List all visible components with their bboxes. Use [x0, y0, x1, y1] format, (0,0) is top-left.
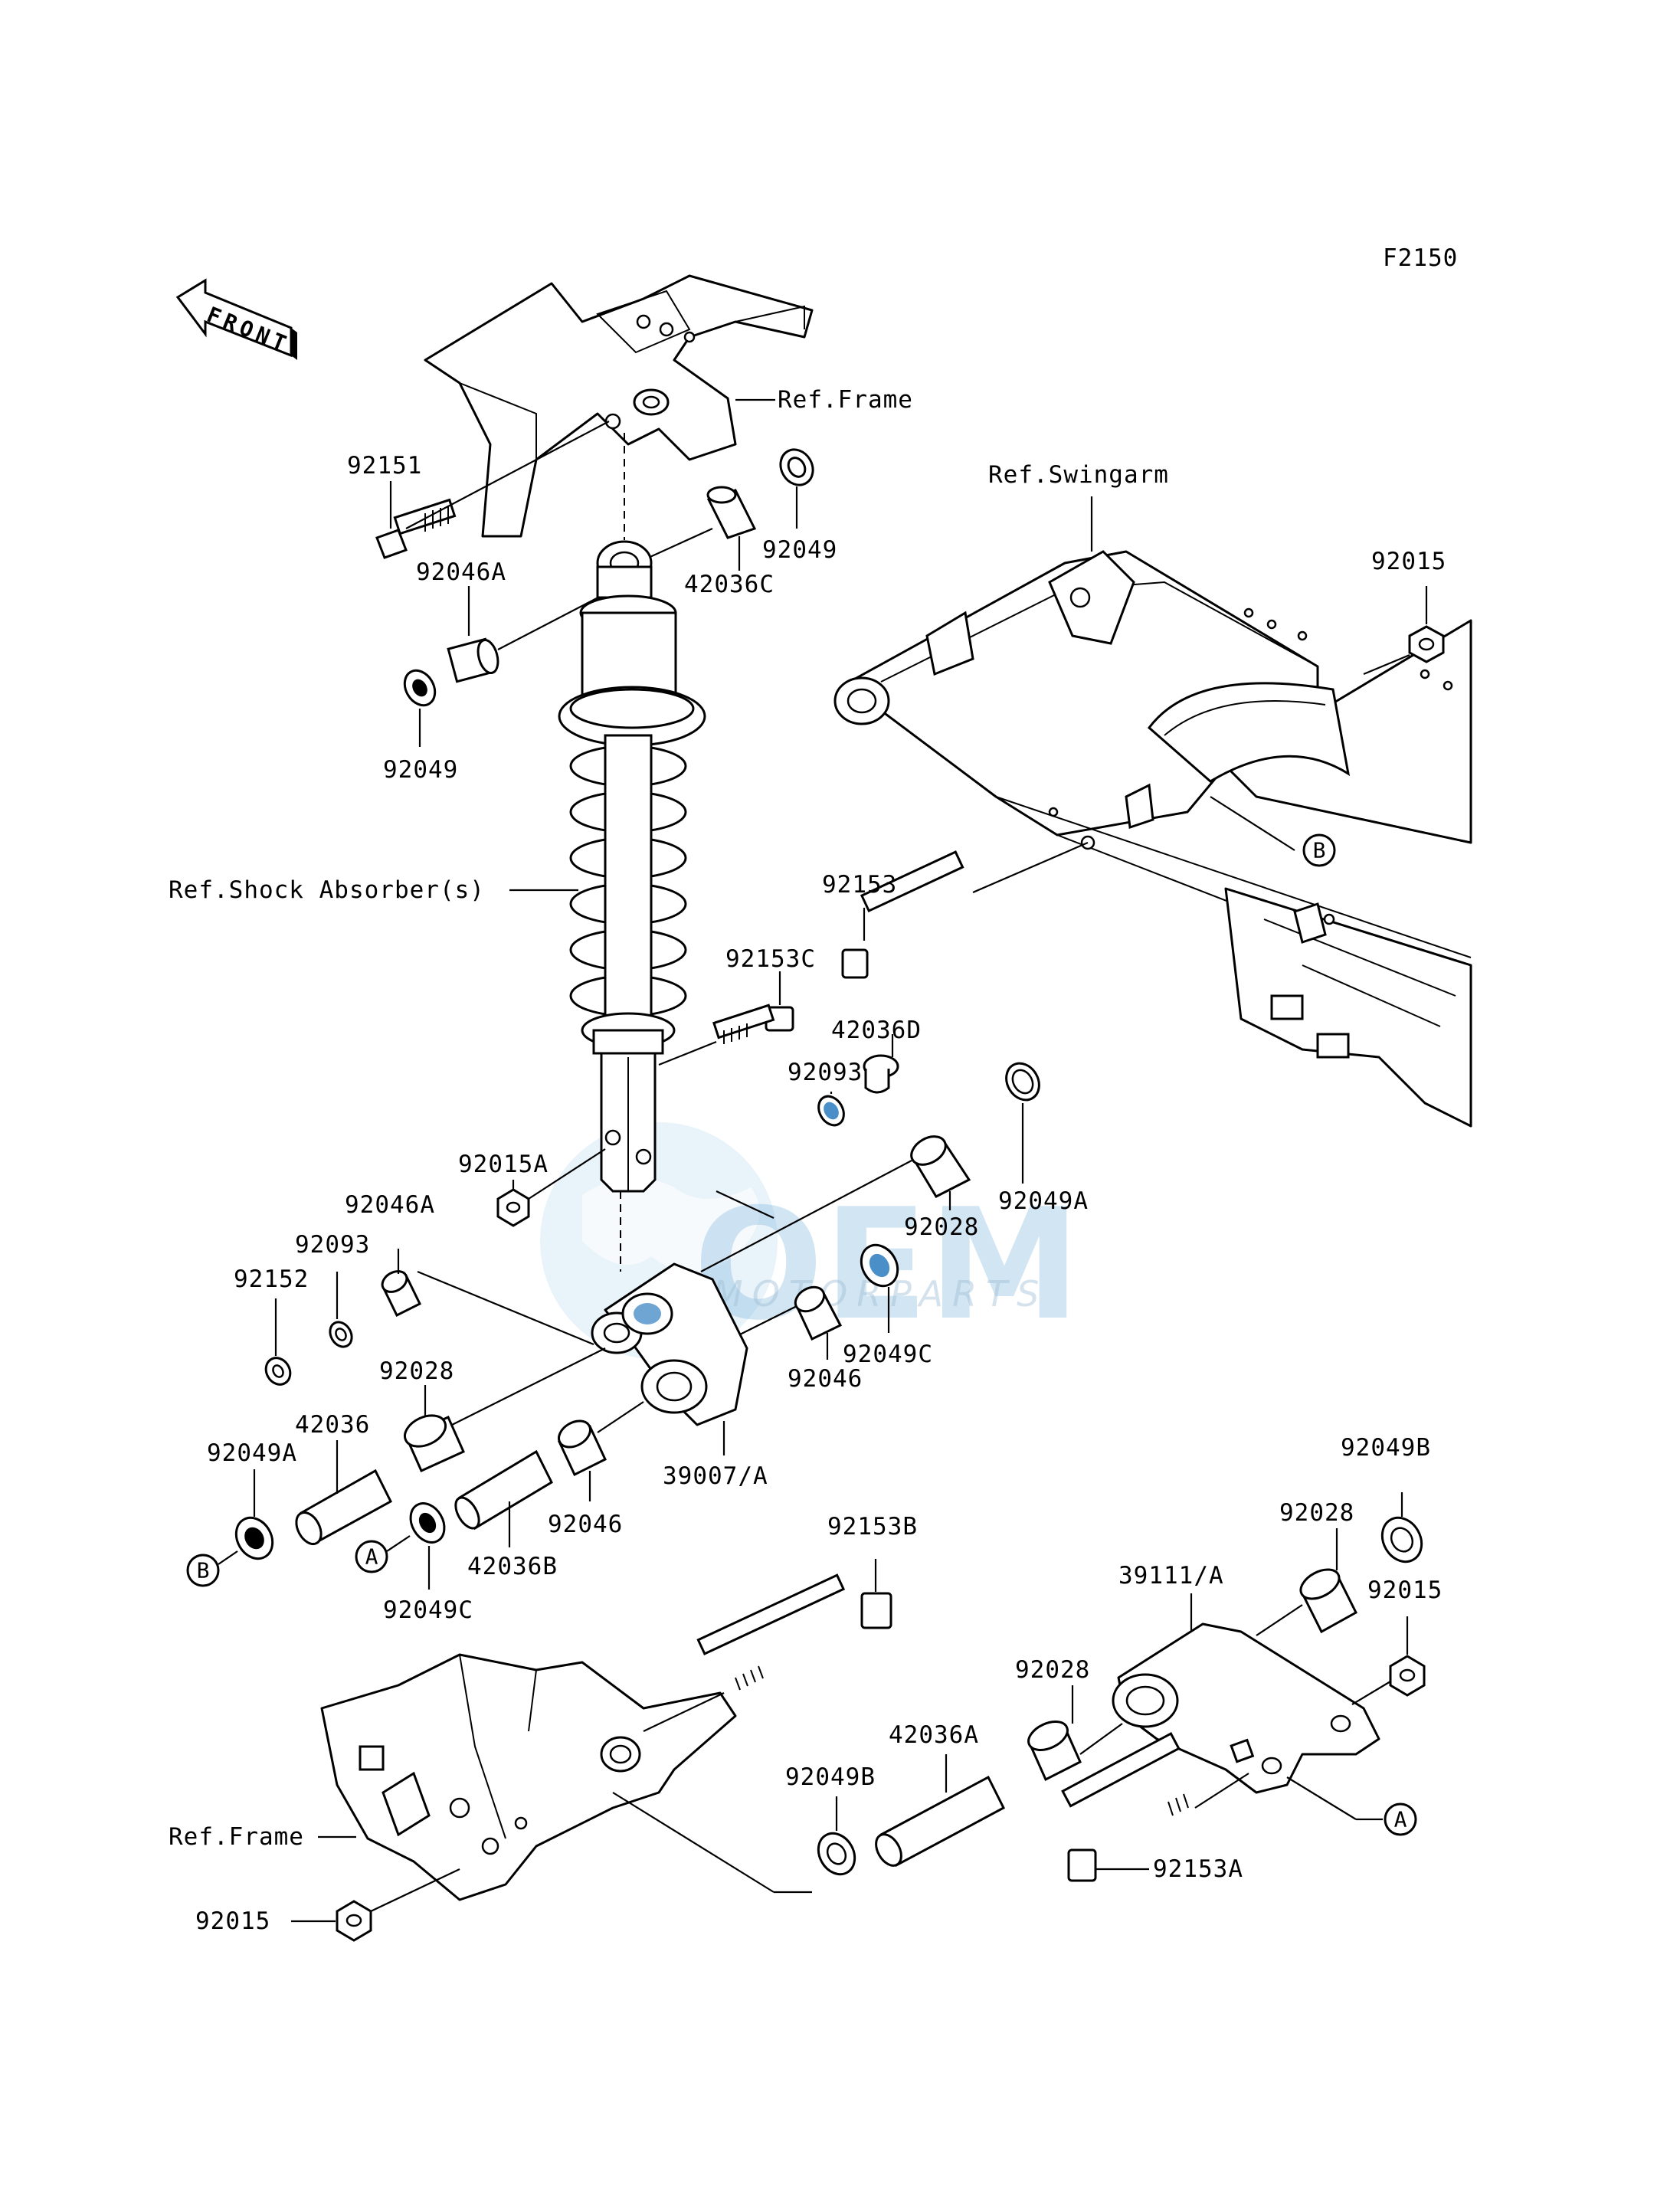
callout-92028-rr: 92028 — [1279, 1499, 1354, 1527]
svg-text:B: B — [1313, 838, 1326, 863]
ref-ring-a-right: A — [1384, 1802, 1417, 1836]
bush-92028-right — [910, 1135, 971, 1198]
callout-92015-right: 92015 — [1367, 1577, 1443, 1604]
bolt-92153B — [696, 1573, 892, 1691]
ref-ring-b-left: B — [186, 1554, 220, 1587]
callout-42036D: 42036D — [831, 1017, 922, 1044]
callout-92153B: 92153B — [827, 1513, 918, 1541]
washer-92152 — [264, 1357, 292, 1386]
ref-frame-bottom-label: Ref.Frame — [169, 1823, 304, 1851]
callout-92046-right: 92046 — [788, 1365, 863, 1393]
callout-42036C: 42036C — [684, 571, 775, 598]
callout-92015-bottom: 92015 — [195, 1907, 270, 1935]
callout-92049C-left: 92049C — [383, 1596, 473, 1624]
bush-92028-link — [1027, 1721, 1082, 1782]
shock-absorber — [558, 540, 706, 1193]
callout-92028-right: 92028 — [904, 1213, 979, 1241]
ref-shock-label: Ref.Shock Absorber(s) — [169, 876, 485, 904]
tie-rod-39111A — [1112, 1622, 1380, 1794]
bolt-92153 — [841, 850, 964, 979]
callout-39007A: 39007/A — [663, 1462, 768, 1490]
callout-39111A: 39111/A — [1118, 1562, 1224, 1590]
bush-92028-rr — [1299, 1568, 1357, 1634]
spacer-42036C — [706, 486, 757, 539]
callout-42036A: 42036A — [889, 1721, 979, 1749]
bush-92028-left — [404, 1414, 465, 1472]
callout-42036B: 42036B — [467, 1553, 558, 1580]
callout-92028-left: 92028 — [379, 1357, 454, 1385]
seal-92049-top — [779, 448, 814, 486]
bearing-92046A-left — [381, 1270, 421, 1318]
bolt-92153A — [1061, 1732, 1189, 1882]
bearing-92046-right — [794, 1285, 843, 1341]
callout-92153: 92153 — [822, 871, 897, 899]
callout-92049A-right: 92049A — [998, 1187, 1089, 1215]
callout-92046A-top: 92046A — [416, 558, 506, 586]
bolt-92153C — [712, 1004, 794, 1044]
rocker-39007A — [591, 1262, 748, 1426]
washer-92093-right — [817, 1095, 845, 1127]
callout-92049C-right: 92049C — [843, 1341, 933, 1368]
ref-swingarm-label: Ref.Swingarm — [988, 461, 1169, 489]
seal-92049C-right — [860, 1243, 899, 1288]
callout-92015-top: 92015 — [1371, 548, 1446, 575]
bearing-92046-center — [558, 1419, 607, 1477]
nut-92015-right — [1389, 1655, 1426, 1697]
svg-text:A: A — [1394, 1807, 1407, 1832]
callout-92153C: 92153C — [725, 945, 816, 973]
seal-92049B-right — [1380, 1516, 1423, 1563]
sleeve-42036A — [875, 1775, 1005, 1868]
callout-92015A: 92015A — [458, 1151, 549, 1178]
callout-92046-center: 92046 — [548, 1511, 623, 1538]
seal-92049A-left — [234, 1516, 274, 1560]
callout-92152: 92152 — [234, 1265, 309, 1293]
callout-92151: 92151 — [347, 452, 422, 480]
callout-92093-right: 92093 — [788, 1059, 863, 1086]
callout-92049B-right: 92049B — [1341, 1434, 1431, 1462]
callout-92153A: 92153A — [1153, 1855, 1243, 1883]
ref-ring-b-right: B — [1302, 833, 1336, 867]
nut-92015-bottom — [336, 1900, 372, 1942]
callout-92093-left: 92093 — [295, 1231, 370, 1259]
svg-text:A: A — [365, 1544, 378, 1570]
front-arrow-icon: FRONT — [175, 278, 297, 360]
frame-bottom — [320, 1653, 737, 1901]
nut-92015A — [496, 1188, 530, 1227]
sleeve-42036B — [454, 1449, 553, 1531]
callout-92046A-left: 92046A — [345, 1191, 435, 1219]
svg-text:B: B — [197, 1558, 210, 1583]
ref-ring-a-left: A — [355, 1540, 388, 1573]
callout-92049B-bottom: 92049B — [785, 1763, 876, 1791]
washer-92093-left — [329, 1321, 353, 1348]
callout-92028-link: 92028 — [1015, 1656, 1090, 1684]
callout-92049-left: 92049 — [383, 756, 458, 784]
frame-top — [424, 274, 814, 538]
figure-code: F2150 — [1383, 244, 1458, 272]
seal-92049C-left — [409, 1502, 446, 1544]
bushing-92046A-top — [447, 637, 499, 683]
callout-42036: 42036 — [295, 1411, 370, 1439]
callout-92049A-left: 92049A — [207, 1439, 297, 1467]
nut-92015-top — [1408, 625, 1445, 663]
callout-92049-top: 92049 — [762, 536, 837, 564]
ref-frame-top-label: Ref.Frame — [778, 386, 913, 414]
collar-42036D — [863, 1054, 899, 1094]
seal-92049A-right — [1005, 1062, 1040, 1102]
seal-92049-left — [403, 669, 437, 707]
swingarm — [833, 550, 1472, 1128]
bolt-92151 — [375, 498, 457, 559]
seal-92049B-bottom — [817, 1832, 856, 1876]
sleeve-42036 — [295, 1468, 392, 1546]
